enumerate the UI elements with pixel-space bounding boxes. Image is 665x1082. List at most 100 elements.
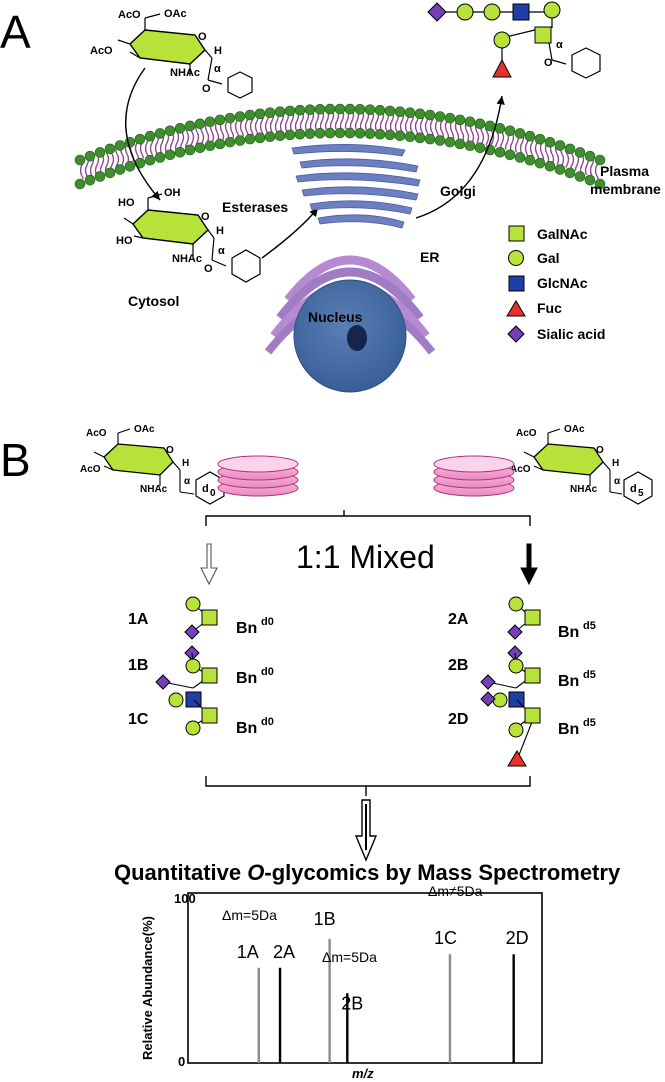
gal-icon	[492, 692, 508, 708]
sialic-acid-icon	[480, 691, 496, 707]
lipid-head	[584, 174, 596, 186]
ms-title: Quantitative O-glycomics by Mass Spectro…	[114, 860, 621, 885]
lipid-head	[404, 107, 416, 118]
lipid-head	[114, 140, 126, 151]
chart-frame	[187, 892, 543, 1064]
chem-alpha-2: α	[218, 245, 225, 257]
chem-alpha: α	[214, 63, 221, 75]
y-axis-label: Relative Abundance(%)	[140, 916, 155, 1060]
lipid-head	[594, 178, 606, 190]
lipid-head	[384, 129, 396, 141]
lipid-head	[424, 109, 436, 121]
lipid-head	[114, 164, 126, 175]
lipid-head	[104, 143, 116, 155]
legend-glcnac: GlcNAc	[537, 275, 588, 291]
galnac-icon	[201, 707, 218, 724]
d5-nhac: NHAc	[570, 484, 598, 495]
glycan-2a-sup: d5	[583, 620, 596, 632]
lipid-head	[294, 104, 306, 116]
lipid-head	[454, 114, 466, 126]
golgi-arrow	[261, 207, 319, 259]
lipid-head	[214, 114, 226, 126]
lipid-head	[564, 143, 576, 155]
plasma-membrane	[74, 103, 606, 190]
glycan-2a-label: 2A	[448, 611, 469, 628]
glycan-1b-label: 1B	[128, 657, 148, 674]
esterases-label: Esterases	[222, 199, 288, 215]
lipid-head	[394, 130, 406, 142]
galnac-icon	[201, 667, 218, 684]
lipid-head	[314, 128, 326, 139]
lipid-head	[254, 132, 266, 144]
galnac-icon	[524, 707, 541, 724]
lipid-head	[394, 106, 406, 118]
fuc-icon	[506, 300, 526, 317]
galnac-icon	[201, 609, 218, 626]
sialic-acid-icon	[155, 674, 171, 690]
annotation-delta-1: Δm=5Da	[222, 907, 277, 923]
d5-alpha: α	[614, 476, 621, 487]
chem-oh: OH	[164, 187, 181, 199]
lipid-head	[404, 131, 416, 142]
d5-aco-top: AcO	[516, 428, 537, 439]
lipid-head	[124, 136, 136, 148]
gal-icon	[456, 3, 474, 21]
lipid-head	[224, 112, 236, 124]
er-label: ER	[420, 249, 439, 265]
sialic-acid-icon	[427, 2, 447, 22]
gal-icon	[483, 3, 501, 21]
glycan-2b-sup: d5	[583, 669, 596, 681]
plasma-label-1: Plasma	[600, 163, 649, 179]
plasma-label-2: membrane	[590, 181, 661, 197]
lipid-head	[354, 104, 366, 115]
lipid-head	[534, 157, 546, 169]
lipid-head	[554, 164, 566, 175]
lipid-head	[524, 130, 536, 142]
lipid-head	[164, 149, 176, 161]
lipid-head	[364, 104, 376, 115]
chem-o-ring: O	[198, 31, 207, 43]
glycan-1a-sup: d0	[261, 616, 274, 628]
y-tick-0: 0	[178, 1054, 185, 1069]
lipid-head	[454, 138, 466, 150]
y-tick-100: 100	[174, 891, 196, 906]
lipid-head	[124, 160, 136, 172]
ms-down-arrow	[354, 799, 378, 862]
d0-aco-mid: AcO	[80, 464, 101, 475]
sialic-acid-icon	[480, 674, 496, 690]
d0-h: H	[182, 458, 189, 469]
chem-nhac-2: NHAc	[172, 253, 202, 265]
glycan-2d-sup: d5	[583, 717, 596, 729]
nucleus	[293, 279, 407, 393]
glycan-2d-bn: Bn	[558, 721, 579, 738]
lipid-head	[74, 178, 86, 190]
golgi-label: Golgi	[440, 183, 476, 199]
glycan-1c-sup: d0	[261, 716, 274, 728]
peak-label-2b: 2B	[341, 993, 363, 1013]
glycans-right: 2A Bn d5 2B Bn d5 2D Bn d5	[448, 596, 596, 767]
galnac-icon	[524, 609, 541, 626]
d5-aco-mid: AcO	[510, 464, 531, 475]
lipid-head	[514, 128, 526, 139]
lipid-head	[464, 140, 476, 152]
lipid-head	[104, 167, 116, 179]
d0-oac: OAc	[134, 424, 155, 435]
glycan-2b-label: 2B	[448, 657, 468, 674]
product-o-link: O	[544, 57, 553, 69]
lipid-head	[184, 120, 196, 132]
galnac-icon	[534, 26, 552, 44]
lipid-head	[174, 123, 186, 134]
glycan-2a-bn: Bn	[558, 624, 579, 641]
lipid-head	[204, 116, 216, 128]
galnac-icon	[508, 225, 525, 242]
lipid-head	[334, 103, 346, 115]
deacetylated-sugar: OH HO HO O H NHAc α O	[116, 187, 261, 283]
lipid-head	[374, 128, 386, 140]
lipid-head	[294, 128, 306, 140]
lipid-head	[344, 103, 356, 115]
chem-aco-top: AcO	[118, 9, 141, 21]
gal-icon	[185, 596, 201, 612]
lipid-head	[144, 130, 156, 142]
secreted-glycan: α O	[427, 1, 601, 79]
